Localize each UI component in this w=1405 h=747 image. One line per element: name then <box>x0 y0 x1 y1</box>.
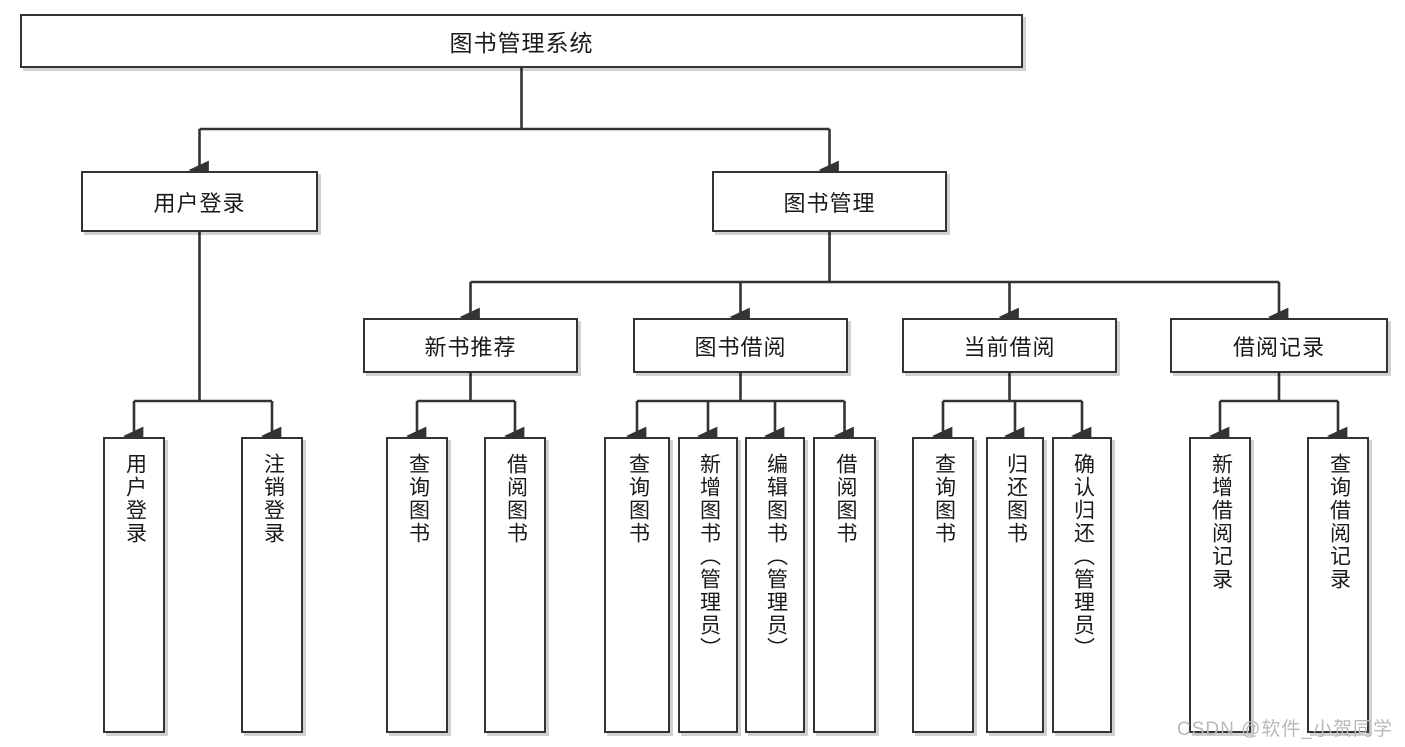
node-l-edit: 编辑图书（管理员） <box>745 437 805 733</box>
node-label: 借阅记录 <box>1232 334 1325 360</box>
node-root: 图书管理系统 <box>20 14 1023 68</box>
node-l-add: 新增图书（管理员） <box>678 437 738 733</box>
node-l-return: 归还图书 <box>986 437 1044 733</box>
node-label: 确认归还（管理员） <box>1071 453 1095 660</box>
node-l-addrec: 新增借阅记录 <box>1189 437 1251 733</box>
node-label: 用户登录 <box>153 190 246 216</box>
node-l-confirm: 确认归还（管理员） <box>1052 437 1112 733</box>
node-label: 借阅图书 <box>833 453 857 545</box>
node-newbook: 新书推荐 <box>363 318 578 373</box>
node-label: 新增图书（管理员） <box>697 453 721 660</box>
node-label: 查询图书 <box>626 453 650 545</box>
node-login: 用户登录 <box>81 171 318 232</box>
csdn-watermark: CSDN @软件_小贺同学 <box>1177 719 1393 740</box>
node-label: 借阅图书 <box>504 453 528 545</box>
node-l-queryrec: 查询借阅记录 <box>1307 437 1369 733</box>
node-l-query3: 查询图书 <box>912 437 974 733</box>
node-l-borrow2: 借阅图书 <box>813 437 876 733</box>
node-l-login: 用户登录 <box>103 437 165 733</box>
node-label: 图书管理 <box>783 190 876 216</box>
node-bookmgmt: 图书管理 <box>712 171 947 232</box>
node-label: 编辑图书（管理员） <box>764 453 788 660</box>
node-label: 图书借阅 <box>694 334 787 360</box>
node-label: 查询图书 <box>932 453 956 545</box>
node-records: 借阅记录 <box>1170 318 1388 373</box>
node-borrow: 图书借阅 <box>633 318 848 373</box>
node-label: 当前借阅 <box>963 334 1056 360</box>
node-label: 查询借阅记录 <box>1327 453 1351 591</box>
node-label: 新书推荐 <box>424 334 517 360</box>
node-current: 当前借阅 <box>902 318 1117 373</box>
node-label: 新增借阅记录 <box>1209 453 1233 591</box>
node-label: 查询图书 <box>406 453 430 545</box>
node-label: 用户登录 <box>123 453 147 545</box>
node-l-query1: 查询图书 <box>386 437 448 733</box>
node-label: 归还图书 <box>1004 453 1028 545</box>
node-label: 注销登录 <box>261 453 285 545</box>
node-label: 图书管理系统 <box>449 30 594 56</box>
node-l-logout: 注销登录 <box>241 437 303 733</box>
node-l-query2: 查询图书 <box>604 437 670 733</box>
node-l-borrow1: 借阅图书 <box>484 437 546 733</box>
